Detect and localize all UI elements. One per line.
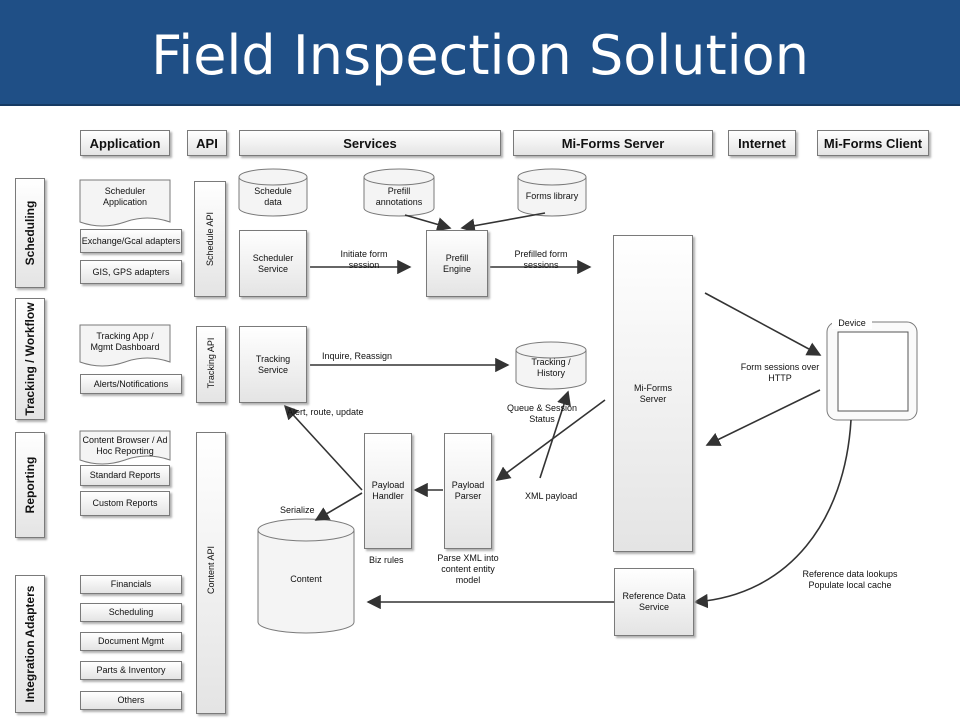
arrow-forms-lib	[460, 212, 546, 233]
app-parts: Parts & Inventory	[80, 661, 182, 680]
row-scheduling	[15, 178, 45, 288]
row-integration-label: Integration Adapters	[23, 585, 37, 703]
app-custom-reports: Custom Reports	[80, 491, 170, 516]
device-label: Device	[832, 318, 872, 329]
row-scheduling-label: Scheduling	[23, 200, 37, 266]
row-tracking	[15, 298, 45, 420]
app-content-browser: Content Browser / Ad Hoc Reporting	[82, 435, 168, 456]
app-alerts: Alerts/Notifications	[80, 374, 182, 394]
arrow-from-device	[705, 389, 821, 446]
cylinder-prefill-annotations	[363, 168, 435, 217]
arrow-queue	[539, 390, 571, 479]
arrow-to-device	[704, 292, 822, 356]
label-parse-xml: Parse XML into content entity model	[437, 553, 499, 585]
store-schedule-data: Schedule data	[254, 186, 292, 207]
row-reporting	[15, 432, 45, 538]
api-content	[196, 432, 226, 714]
app-financials: Financials	[80, 575, 182, 594]
store-content: Content	[290, 574, 322, 584]
label-alert: Alert, route, update	[287, 407, 364, 417]
app-others: Others	[80, 691, 182, 710]
arrow-alert	[283, 404, 363, 491]
row-reporting-label: Reporting	[23, 456, 37, 514]
api-content-label: Content API	[206, 545, 216, 595]
api-tracking	[196, 326, 226, 403]
arrow-xml	[495, 399, 606, 481]
app-document-mgmt: Document Mgmt	[80, 632, 182, 651]
label-form-sessions: Form sessions over HTTP	[740, 362, 820, 383]
header-services: Services	[239, 130, 501, 156]
cylinder-forms-library	[517, 168, 587, 217]
header-internet: Internet	[728, 130, 796, 156]
store-forms-library: Forms library	[525, 191, 579, 201]
api-tracking-label: Tracking API	[206, 337, 216, 389]
service-payload-parser: Payload Parser	[444, 433, 492, 549]
arrow-serialize	[314, 492, 363, 521]
api-schedule	[194, 181, 226, 297]
page-title: Field Inspection Solution	[151, 24, 809, 87]
cylinder-tracking-history	[515, 341, 587, 390]
service-miforms-server: Mi-Forms Server	[613, 235, 693, 552]
app-scheduling: Scheduling	[80, 603, 182, 622]
label-inquire: Inquire, Reassign	[322, 351, 393, 361]
doc-shape-scheduler	[79, 179, 171, 227]
label-ref-lookups: Reference data lookups Populate local ca…	[802, 569, 898, 590]
store-prefill-annotations: Prefill annotations	[375, 186, 423, 207]
label-biz-rules: Biz rules	[369, 555, 404, 565]
label-initiate: Initiate form session	[340, 249, 388, 270]
doc-shape-content-browser	[79, 430, 171, 465]
header-application: Application	[80, 130, 170, 156]
label-queue: Queue & Session Status	[506, 403, 578, 424]
app-standard-reports: Standard Reports	[80, 465, 170, 486]
label-xml: XML payload	[525, 491, 578, 501]
row-tracking-label: Tracking / Workflow	[23, 302, 37, 416]
doc-shape-tracking-app	[79, 324, 171, 367]
cylinder-content	[257, 518, 355, 634]
app-exchange: Exchange/Gcal adapters	[80, 229, 182, 253]
service-reference-data: Reference Data Service	[614, 568, 694, 636]
row-integration	[15, 575, 45, 713]
header-api: API	[187, 130, 227, 156]
label-prefilled: Prefilled form sessions	[514, 249, 568, 270]
app-scheduler: Scheduler Application	[102, 186, 148, 207]
service-prefill: Prefill Engine	[426, 230, 488, 297]
service-payload-handler: Payload Handler	[364, 433, 412, 549]
arrow-annotations	[404, 214, 452, 232]
device-screen	[837, 331, 909, 412]
app-gis: GIS, GPS adapters	[80, 260, 182, 284]
cylinder-schedule-data	[238, 168, 308, 217]
service-scheduler: Scheduler Service	[239, 230, 307, 297]
arrow-ref-lookups	[693, 419, 852, 609]
header-miforms-client: Mi-Forms Client	[817, 130, 929, 156]
api-schedule-label: Schedule API	[205, 211, 215, 267]
header-miforms-server: Mi-Forms Server	[513, 130, 713, 156]
store-tracking-history: Tracking / History	[531, 357, 571, 378]
app-tracking: Tracking App / Mgmt Dashboard	[90, 331, 160, 352]
title-bar	[0, 0, 960, 106]
service-tracking: Tracking Service	[239, 326, 307, 403]
label-serialize: Serialize	[280, 505, 315, 515]
